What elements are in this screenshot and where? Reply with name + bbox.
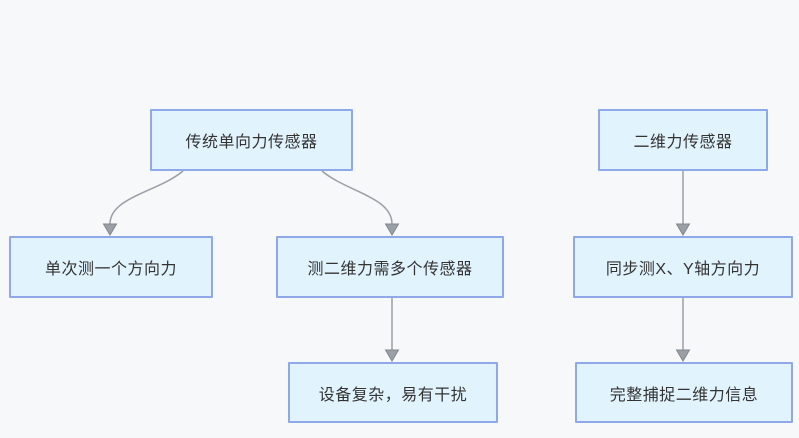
node-label: 单次测一个方向力 xyxy=(44,261,177,278)
edge-traditional-to-multi xyxy=(321,170,393,225)
edge-traditional-to-single xyxy=(109,170,184,225)
arrowhead-icon xyxy=(675,349,691,362)
arrowhead-icon xyxy=(384,349,400,362)
node-traditional-force-sensor: 传统单向力传感器 xyxy=(150,109,353,171)
node-label: 测二维力需多个传感器 xyxy=(307,261,473,278)
node-label: 同步测X、Y轴方向力 xyxy=(605,261,761,278)
node-needs-multiple-sensors: 测二维力需多个传感器 xyxy=(276,236,504,298)
node-label: 完整捕捉二维力信息 xyxy=(609,386,759,404)
node-2d-force-sensor: 二维力传感器 xyxy=(598,109,768,171)
node-single-direction-measure: 单次测一个方向力 xyxy=(9,236,213,298)
node-label: 二维力传感器 xyxy=(633,134,733,151)
node-complete-2d-info-capture: 完整捕捉二维力信息 xyxy=(575,362,793,423)
node-sync-xy-measure: 同步测X、Y轴方向力 xyxy=(573,236,793,298)
arrowhead-icon xyxy=(675,223,691,236)
arrowhead-icon xyxy=(102,223,118,236)
node-complex-equipment-interference: 设备复杂，易有干扰 xyxy=(288,362,498,423)
node-label: 传统单向力传感器 xyxy=(185,134,318,151)
arrowhead-icon xyxy=(384,223,400,236)
node-label: 设备复杂，易有干扰 xyxy=(318,386,468,404)
